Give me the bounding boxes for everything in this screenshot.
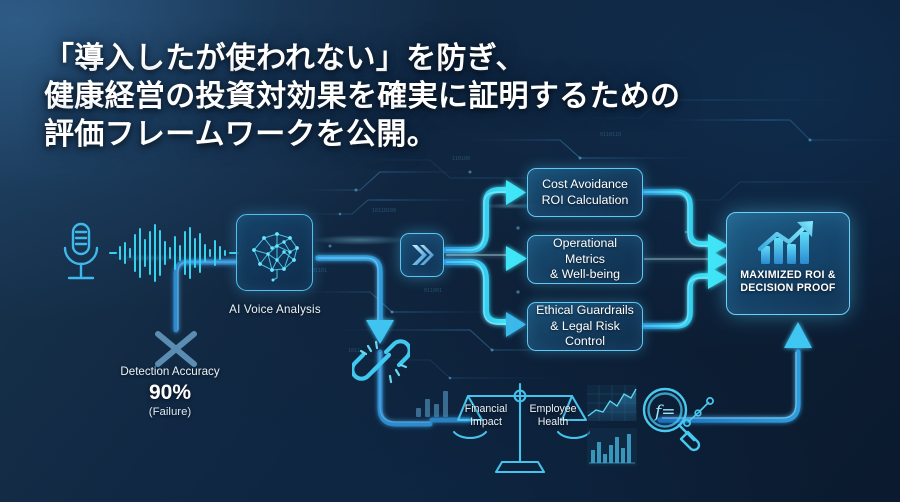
output-box-ethical-guardrails[interactable]: Ethical Guardrails & Legal Risk Control — [527, 302, 643, 351]
area-chart-icon — [587, 385, 637, 421]
maximized-roi-label: MAXIMIZED ROI & DECISION PROOF — [740, 269, 836, 294]
bar-chart-growth-arrow-icon — [757, 221, 813, 264]
magnifier-formula-icon: f= — [642, 387, 714, 452]
audio-waveform-icon — [109, 224, 239, 282]
detection-accuracy-title: Detection Accuracy — [120, 365, 220, 378]
detection-accuracy-value: 90% — [148, 381, 192, 404]
svg-text:011001: 011001 — [424, 288, 442, 294]
bar-chart-icon — [416, 391, 448, 417]
svg-text:1001101: 1001101 — [306, 268, 327, 274]
processing-hub-node[interactable] — [400, 233, 444, 277]
svg-text:110100: 110100 — [452, 156, 470, 162]
scale-right-label: Employee Health — [529, 403, 577, 428]
output-box-cost-avoidance[interactable]: Cost Avoidance ROI Calculation — [527, 168, 643, 217]
detection-accuracy-note: (Failure) — [148, 406, 192, 418]
maximized-roi-result-box[interactable]: MAXIMIZED ROI & DECISION PROOF — [726, 212, 850, 315]
node-graph-icon — [683, 397, 714, 427]
output-box-operational-metrics[interactable]: Operational Metrics & Well-being — [527, 235, 643, 284]
svg-text:10110100: 10110100 — [372, 208, 396, 214]
ai-voice-analysis-label: AI Voice Analysis — [229, 303, 321, 316]
broken-chain-link-icon — [352, 339, 410, 384]
scale-left-label: Financial Impact — [464, 403, 508, 428]
svg-text:0110110: 0110110 — [600, 132, 621, 138]
output-box-label: Cost Avoidance ROI Calculation — [541, 177, 629, 207]
analytics-panel — [587, 385, 637, 466]
detection-accuracy-block: Detection Accuracy 90% (Failure) — [95, 364, 245, 420]
page-headline: 「導入したが使われない」を防ぎ、 健康経営の投資対効果を確実に証明するための 評… — [44, 42, 681, 151]
bar-chart-icon — [587, 428, 637, 466]
output-box-label: Operational Metrics & Well-being — [549, 236, 621, 282]
svg-text:1011: 1011 — [348, 348, 360, 354]
ai-voice-analysis-node[interactable] — [236, 214, 313, 291]
double-chevron-right-icon — [412, 245, 434, 265]
output-box-label: Ethical Guardrails & Legal Risk Control — [536, 303, 634, 349]
x-mark-icon — [155, 331, 197, 367]
microphone-icon — [63, 222, 99, 280]
balance-scale-icon — [452, 382, 590, 474]
svg-text:f=: f= — [653, 402, 676, 422]
brain-network-icon — [251, 231, 299, 281]
